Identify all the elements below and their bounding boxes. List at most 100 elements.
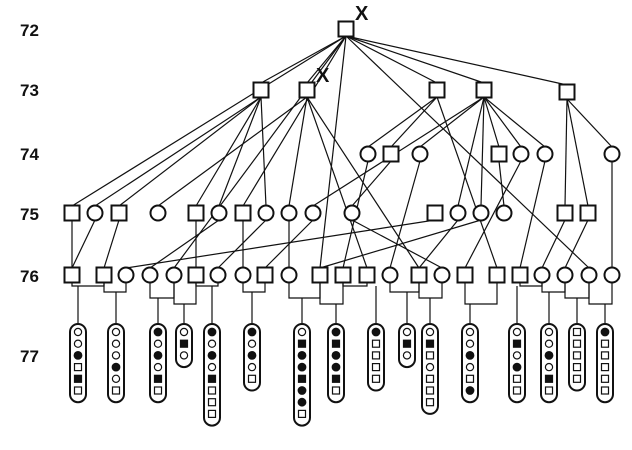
child-male-symbol bbox=[600, 386, 610, 395]
child-affected-female-symbol bbox=[247, 327, 257, 337]
child-male-symbol bbox=[425, 386, 435, 395]
male-symbol bbox=[511, 266, 529, 284]
male-symbol bbox=[410, 266, 428, 284]
descent-line bbox=[319, 219, 482, 269]
child-female-symbol bbox=[544, 327, 554, 337]
mating-line bbox=[389, 283, 420, 293]
female-symbol bbox=[165, 266, 183, 284]
child-female-symbol bbox=[73, 339, 83, 348]
male-symbol bbox=[95, 266, 113, 284]
generation-label-73: 73 bbox=[20, 81, 39, 100]
female-symbol bbox=[141, 266, 159, 284]
male-symbol bbox=[382, 145, 400, 163]
child-male-symbol bbox=[371, 374, 381, 383]
mating-line bbox=[464, 283, 498, 305]
child-male-symbol bbox=[572, 374, 582, 383]
child-male-symbol bbox=[600, 351, 610, 360]
descent-line bbox=[242, 35, 347, 207]
mating-line bbox=[103, 283, 127, 293]
descent-line bbox=[483, 96, 546, 148]
female-symbol bbox=[343, 204, 361, 222]
male-symbol bbox=[558, 83, 576, 101]
female-symbol bbox=[381, 266, 399, 284]
child-female-symbol bbox=[111, 327, 121, 337]
female-symbol bbox=[580, 266, 598, 284]
child-male-symbol bbox=[425, 351, 435, 360]
child-affected-female-symbol bbox=[297, 351, 307, 360]
female-symbol bbox=[257, 204, 275, 222]
child-male-symbol bbox=[73, 363, 83, 372]
child-affected-male-symbol bbox=[331, 374, 341, 383]
male-symbol bbox=[475, 81, 493, 99]
child-affected-female-symbol bbox=[297, 397, 307, 407]
child-female-symbol bbox=[297, 327, 307, 337]
child-affected-male-symbol bbox=[179, 339, 189, 348]
child-female-symbol bbox=[544, 362, 554, 372]
generation-label-77: 77 bbox=[20, 347, 39, 366]
generation-label-76: 76 bbox=[20, 267, 39, 286]
male-symbol bbox=[337, 20, 355, 38]
male-symbol bbox=[358, 266, 376, 284]
child-female-symbol bbox=[111, 339, 121, 348]
child-male-symbol bbox=[512, 386, 522, 395]
male-symbol bbox=[63, 266, 81, 284]
mating-line bbox=[342, 283, 368, 287]
male-symbol bbox=[187, 266, 205, 284]
child-affected-male-symbol bbox=[153, 374, 163, 383]
child-female-symbol bbox=[247, 362, 257, 372]
child-male-symbol bbox=[247, 374, 257, 383]
mating-line bbox=[149, 283, 175, 299]
descent-line bbox=[564, 98, 568, 207]
child-affected-female-symbol bbox=[297, 386, 307, 395]
descent-line bbox=[345, 35, 590, 269]
child-affected-female-symbol bbox=[331, 362, 341, 372]
child-affected-female-symbol bbox=[297, 362, 307, 372]
child-affected-male-symbol bbox=[207, 374, 217, 383]
descent-line bbox=[483, 96, 500, 148]
descent-line bbox=[564, 219, 589, 269]
descent-line bbox=[480, 96, 485, 207]
child-male-symbol bbox=[600, 374, 610, 383]
descent-line bbox=[418, 219, 459, 269]
mating-line bbox=[541, 283, 566, 293]
child-affected-female-symbol bbox=[207, 327, 217, 337]
female-symbol bbox=[304, 204, 322, 222]
child-female-symbol bbox=[465, 327, 475, 337]
descent-line bbox=[319, 35, 347, 269]
child-male-symbol bbox=[153, 386, 163, 395]
male-symbol bbox=[426, 204, 444, 222]
descent-line bbox=[345, 35, 438, 84]
male-symbol bbox=[556, 204, 574, 222]
generation-label-75: 75 bbox=[20, 205, 39, 224]
female-symbol bbox=[149, 204, 167, 222]
mating-line bbox=[418, 283, 443, 299]
generation-label-74: 74 bbox=[20, 145, 39, 164]
descent-line bbox=[260, 35, 347, 84]
female-symbol bbox=[280, 204, 298, 222]
male-symbol bbox=[490, 145, 508, 163]
child-male-symbol bbox=[572, 339, 582, 348]
child-male-symbol bbox=[207, 398, 217, 407]
female-symbol bbox=[512, 145, 530, 163]
child-female-symbol bbox=[425, 327, 435, 337]
female-symbol bbox=[209, 266, 227, 284]
descent-line bbox=[149, 219, 220, 269]
child-male-symbol bbox=[331, 386, 341, 395]
male-symbol bbox=[488, 266, 506, 284]
child-male-symbol bbox=[572, 363, 582, 372]
child-female-symbol bbox=[153, 339, 163, 348]
child-female-symbol bbox=[111, 374, 121, 383]
descent-line bbox=[71, 35, 347, 207]
child-male-symbol bbox=[600, 339, 610, 348]
child-affected-female-symbol bbox=[465, 386, 475, 395]
deceased-marker-gen73: X bbox=[316, 65, 330, 87]
child-female-symbol bbox=[207, 362, 217, 372]
child-affected-female-symbol bbox=[331, 351, 341, 360]
female-symbol bbox=[495, 204, 513, 222]
child-female-symbol bbox=[111, 351, 121, 360]
child-female-symbol bbox=[512, 351, 522, 360]
descent-line bbox=[457, 96, 485, 207]
child-affected-male-symbol bbox=[297, 374, 307, 383]
child-female-symbol bbox=[153, 362, 163, 372]
